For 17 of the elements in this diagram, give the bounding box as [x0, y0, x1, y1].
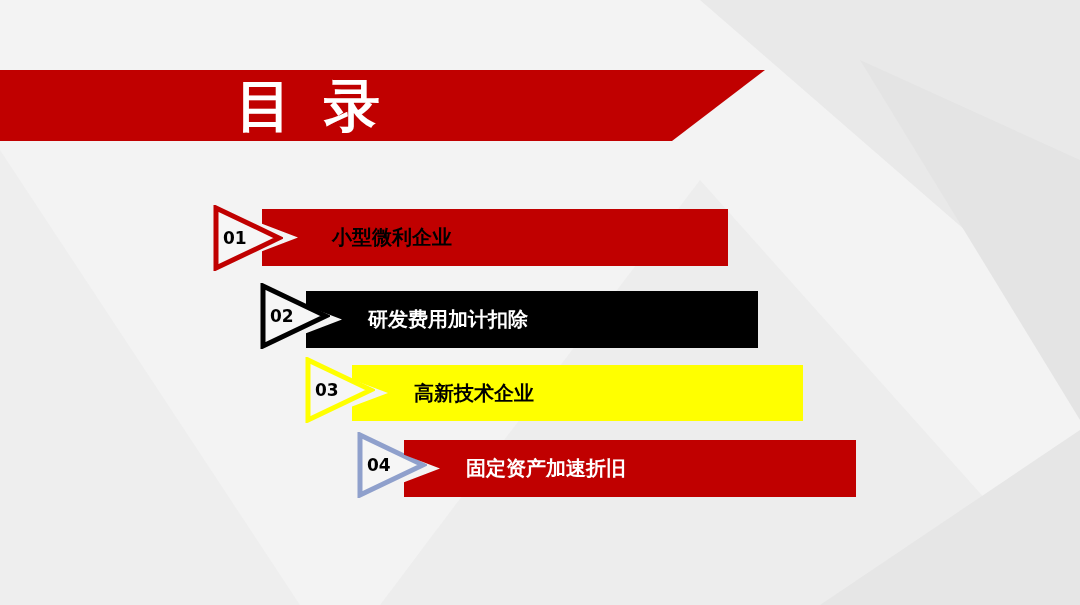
title: 目录: [236, 74, 412, 138]
section-number: 04: [367, 455, 391, 475]
section-title: 小型微利企业: [332, 224, 452, 251]
triangle-marker: [357, 432, 427, 498]
triangle-marker: [260, 283, 330, 349]
section-number: 03: [315, 380, 339, 400]
section-bar: [404, 440, 856, 497]
section-bar: [352, 365, 803, 421]
section-bar: [306, 291, 758, 348]
triangle-marker: [213, 205, 283, 271]
section-title: 研发费用加计扣除: [368, 306, 528, 333]
section-title: 高新技术企业: [414, 379, 534, 407]
section-number: 02: [270, 306, 294, 326]
section-number: 01: [223, 228, 247, 248]
section-title: 固定资产加速折旧: [466, 455, 626, 482]
triangle-marker: [305, 357, 375, 423]
section-bar: [262, 209, 728, 266]
